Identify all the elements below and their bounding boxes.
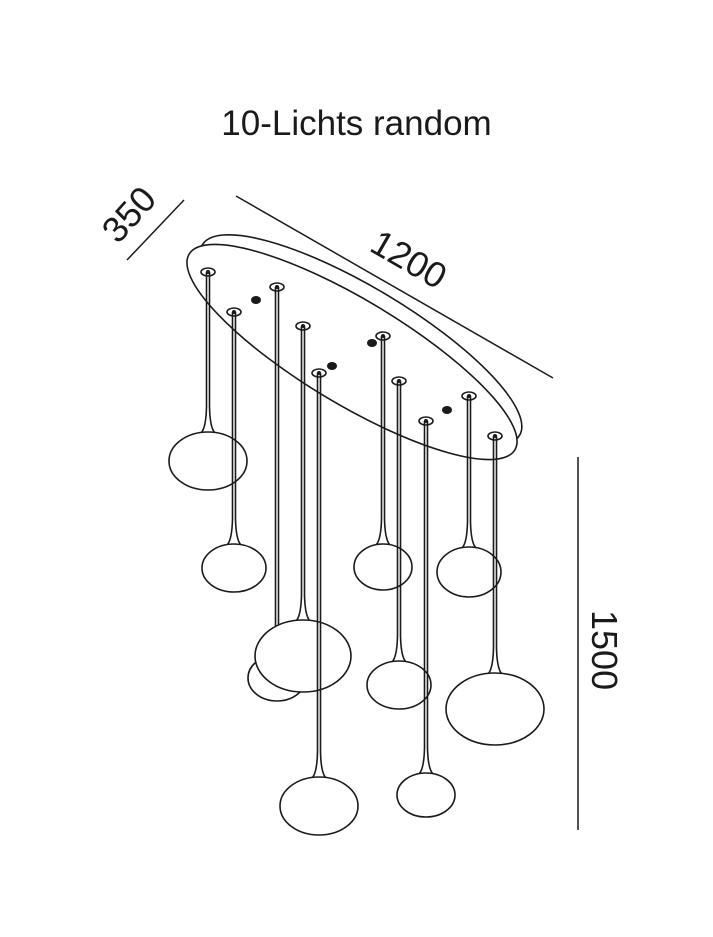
- glass-globe: [168, 431, 248, 491]
- pendant-light: [366, 376, 432, 710]
- glass-globe: [396, 772, 456, 818]
- globe-neck: [460, 521, 478, 549]
- glass-globe: [436, 546, 502, 598]
- glass-globe: [366, 660, 432, 710]
- glass-globe: [254, 619, 352, 693]
- glass-globe: [279, 776, 359, 836]
- globe-neck: [390, 635, 408, 663]
- canopy-screws: [251, 296, 452, 414]
- depth-label: 350: [93, 178, 164, 250]
- globe-neck: [374, 518, 392, 546]
- globe-neck: [310, 751, 328, 779]
- pendant-light: [436, 391, 502, 598]
- glass-globe: [445, 672, 545, 746]
- pendant-light: [168, 267, 248, 491]
- pendant-light: [279, 368, 359, 836]
- glass-globe: [201, 543, 267, 593]
- screw: [442, 406, 452, 414]
- depth-dimension-line: [126, 199, 185, 261]
- globe-neck: [225, 518, 243, 546]
- diagram-title: 10-Lichts random: [221, 104, 492, 143]
- pendant-light: [396, 416, 456, 818]
- globe-neck: [486, 647, 504, 675]
- screw: [327, 362, 337, 370]
- width-label: 1200: [364, 221, 454, 297]
- pendant-light: [445, 431, 545, 746]
- height-label: 1500: [584, 610, 625, 690]
- globe-neck: [199, 406, 217, 434]
- pendant-light: [201, 307, 267, 593]
- glass-globe: [353, 543, 413, 591]
- width-dimension-line: [235, 195, 554, 379]
- screw: [367, 339, 377, 347]
- globe-neck: [294, 594, 312, 622]
- globe-neck: [417, 747, 435, 775]
- canopy-plate: [186, 243, 518, 461]
- pendant-light: [254, 321, 352, 693]
- screw: [251, 296, 261, 304]
